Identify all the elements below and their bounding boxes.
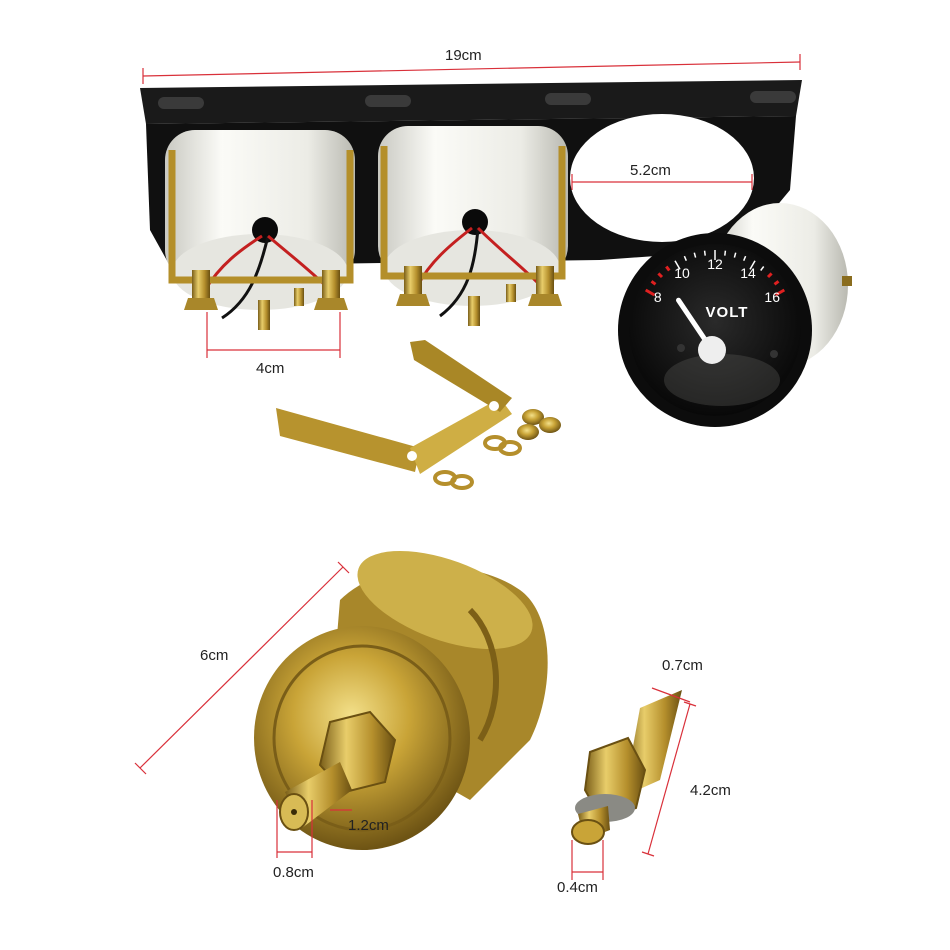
volt-gauge-tick: [665, 265, 671, 272]
volt-gauge-tick: [724, 250, 727, 256]
dim-label-sender-height: 6cm: [200, 647, 228, 664]
u-bracket: [168, 150, 354, 284]
volt-gauge-scale-label: 16: [764, 289, 780, 305]
volt-gauge-scale: 8 10 12 14 16: [654, 256, 780, 305]
volt-gauge-tick: [644, 288, 656, 297]
volt-gauge-scale-label: 8: [654, 289, 662, 305]
terminal-stud: [528, 266, 562, 306]
dim-label-sender-thread: 1.2cm: [348, 817, 389, 834]
dim-label-temp-hex: 0.7cm: [662, 657, 703, 674]
volt-gauge-tick: [743, 255, 747, 261]
terminal-stud: [314, 270, 348, 310]
volt-gauge-tick: [760, 266, 765, 271]
bracket-upright: [410, 340, 512, 412]
volt-gauge-lamp: [677, 344, 685, 352]
panel-slot: [365, 95, 411, 107]
panel-slot: [750, 91, 796, 103]
sender-flange-inner: [272, 644, 452, 832]
wire-grommet: [462, 209, 488, 235]
volt-gauge-ticks: [644, 250, 786, 297]
volt-gauge-face: [629, 244, 801, 416]
dim-label-panel-width: 19cm: [445, 47, 482, 64]
terminal-stud: [184, 270, 218, 310]
spare-u-bracket: [276, 340, 512, 474]
volt-gauge-tick: [766, 272, 773, 279]
bracket-hole: [489, 401, 499, 411]
volt-gauge-tick: [693, 252, 697, 258]
bracket-hole: [407, 451, 417, 461]
dim-label-temp-tip: 0.4cm: [557, 879, 598, 896]
washer: [498, 440, 522, 456]
volt-gauge-scale-label: 12: [707, 256, 723, 272]
hex-nut: [517, 424, 539, 440]
volt-gauge-tick: [774, 288, 786, 297]
sender-tip-hole: [291, 809, 297, 815]
washer: [450, 474, 474, 490]
bracket-base: [410, 398, 512, 474]
volt-gauge-hub: [698, 336, 726, 364]
temperature-sender: [571, 690, 682, 845]
panel-slot: [545, 93, 591, 105]
volt-gauge-tick: [674, 260, 681, 270]
u-bracket: [380, 146, 566, 280]
volt-gauge-scale-label: 10: [674, 265, 690, 281]
center-terminal: [258, 300, 270, 330]
hex-nut: [539, 417, 561, 433]
gauge-rear-middle: [378, 126, 568, 326]
center-terminal: [468, 296, 480, 326]
small-terminal: [294, 288, 304, 306]
hex-nut: [522, 409, 544, 425]
volt-gauge-glare: [664, 354, 780, 406]
dim-label-temp-length: 4.2cm: [690, 782, 731, 799]
dim-line-panel-width: [142, 61, 801, 77]
volt-gauge-word: VOLT: [706, 304, 749, 321]
terminal-stud: [396, 266, 430, 306]
volt-gauge-tick: [650, 280, 657, 286]
panel-slot: [158, 97, 204, 109]
temp-sender-tip: [571, 819, 605, 845]
gauge-rear-left: [165, 130, 355, 330]
sender-top: [357, 550, 533, 650]
volt-gauge-tick: [773, 280, 780, 286]
hardware-nuts: [433, 409, 561, 490]
volt-gauge-lamp: [770, 350, 778, 358]
dim-label-stud-spacing: 4cm: [256, 360, 284, 377]
bracket-leg: [276, 408, 420, 472]
panel-gauge-hole: [570, 114, 754, 242]
oil-pressure-sender: [254, 550, 548, 850]
volt-gauge-tick: [703, 250, 706, 256]
dim-label-hole-diameter: 5.2cm: [630, 162, 671, 179]
volt-gauge-tick: [683, 255, 687, 261]
dim-line-temp-hex: [651, 687, 691, 703]
dim-label-sender-tip: 0.8cm: [273, 864, 314, 881]
dimension-annotations: [134, 54, 801, 880]
volt-gauge-scale-label: 14: [740, 265, 756, 281]
panel-top-flange: [140, 80, 802, 124]
small-terminal: [506, 284, 516, 302]
dim-line-temp-length: [647, 703, 691, 855]
volt-gauge-stud: [842, 276, 852, 286]
volt-gauge: 8 10 12 14 16 VOLT: [618, 203, 852, 427]
volt-gauge-tick: [733, 252, 737, 258]
dim-line-sender-height: [139, 566, 344, 769]
volt-gauge-tick: [749, 260, 756, 270]
sender-ribs: [467, 607, 499, 742]
volt-gauge-tick: [657, 272, 664, 279]
